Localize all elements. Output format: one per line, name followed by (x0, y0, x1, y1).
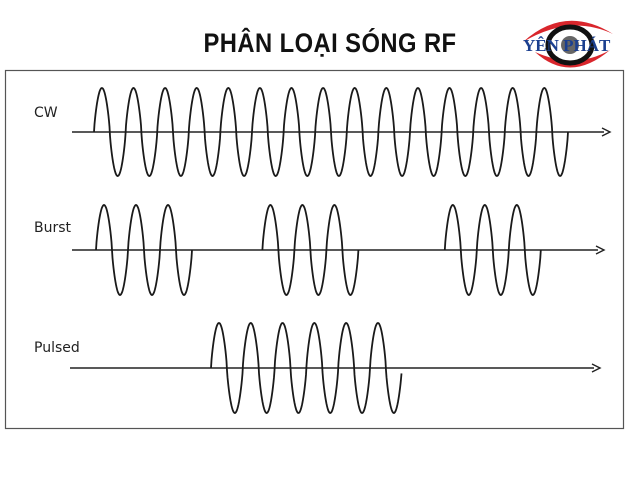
yen-phat-logo: YÊN PHÁT (523, 20, 613, 68)
arrow-icon (601, 127, 612, 137)
diagram-frame (4, 69, 625, 430)
pulsed-label: Pulsed (34, 340, 80, 356)
burst-waveform (95, 204, 193, 296)
burst-label: Burst (34, 220, 72, 236)
burst-waveform (443, 204, 542, 296)
burst-waveform (261, 204, 360, 296)
arrow-icon (591, 363, 602, 373)
arrow-icon (595, 245, 606, 255)
cw-label: CW (34, 105, 58, 121)
pulsed-waveform (210, 322, 403, 414)
cw-waveform (93, 87, 569, 177)
logo-text: YÊN PHÁT (523, 36, 611, 55)
page-title: PHÂN LOẠI SÓNG RF (203, 28, 457, 58)
